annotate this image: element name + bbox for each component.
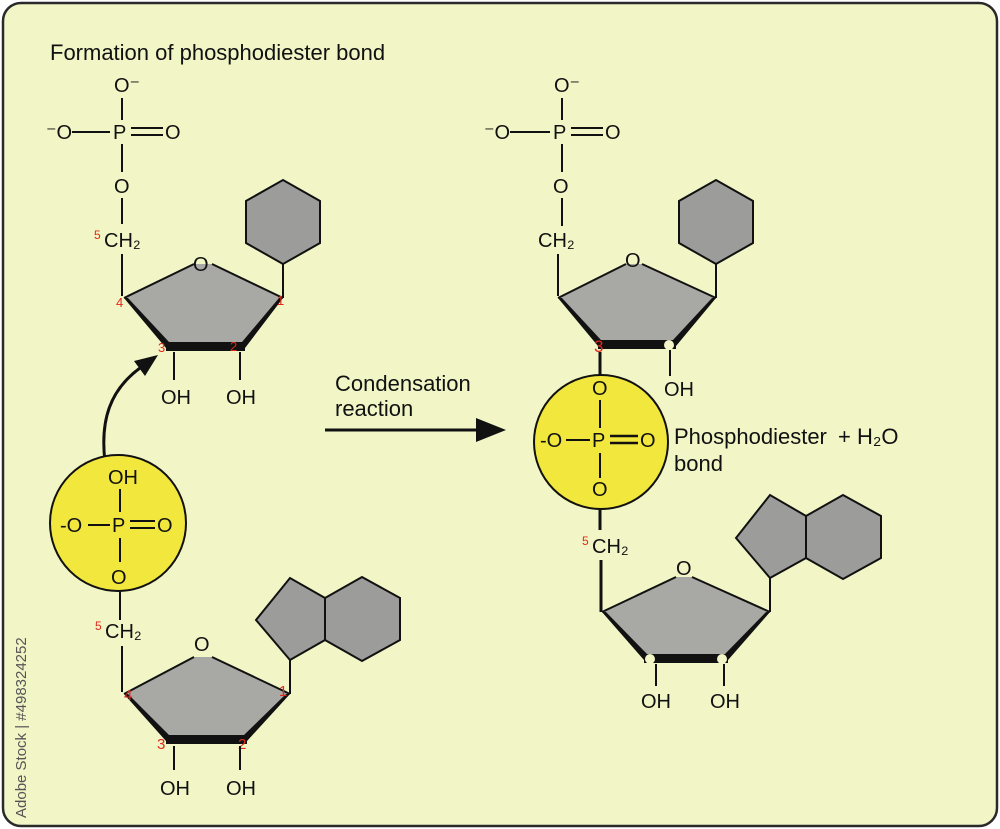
sugar-front-bold-edge xyxy=(166,735,247,744)
deoxyribose-sugar xyxy=(124,657,290,741)
hydroxyl-3prime: OH xyxy=(160,778,190,800)
phosphate-top-o-minus: O⁻ xyxy=(554,75,580,97)
phosphorus-atom: P xyxy=(112,515,125,537)
c2-number: 2 xyxy=(230,339,237,354)
phosphate-left-o-minus: ⁻O xyxy=(484,122,510,144)
phosphate-top-o-minus: O⁻ xyxy=(114,75,140,97)
phosphate-neg-o: -O xyxy=(60,515,82,537)
water-product: + H₂O xyxy=(838,424,899,449)
reaction-arrow-head xyxy=(476,418,506,442)
diagram-title: Formation of phosphodiester bond xyxy=(50,40,385,65)
hydroxyl-3prime: OH xyxy=(641,691,671,713)
sugar-outline xyxy=(211,656,291,695)
hydroxyl-2prime: OH xyxy=(664,379,694,401)
sugar-outline xyxy=(123,263,195,299)
phosphate-neg-o: -O xyxy=(540,430,562,452)
bottom-left-nucleotide: OH -O P O O 5 CH₂ O 4 1 3 2 OH OH xyxy=(49,454,401,800)
stock-watermark: Adobe Stock | #498324252 xyxy=(13,637,30,818)
ch2-group: CH₂ xyxy=(105,621,142,643)
ch2-group: CH₂ xyxy=(592,536,629,558)
sugar-front-bold-edge xyxy=(644,654,728,663)
phosphorus-atom: P xyxy=(592,430,605,452)
ring-oxygen: O xyxy=(194,634,210,656)
hydroxyl-2prime: OH xyxy=(710,691,740,713)
purine-six-ring xyxy=(805,493,882,581)
c3-number: 3 xyxy=(158,340,165,355)
phosphate-double-o: O xyxy=(640,430,656,452)
sugar-outline xyxy=(601,576,677,613)
hydroxyl-3prime: OH xyxy=(161,387,191,409)
c3-number: 3 xyxy=(157,736,165,753)
attack-curved-arrow xyxy=(102,366,141,463)
phosphorus-atom: P xyxy=(553,122,566,144)
hydroxyl-2prime: OH xyxy=(226,387,256,409)
sugar-outline xyxy=(211,263,284,299)
phosphate-double-o: O xyxy=(605,122,621,144)
carbon-node xyxy=(664,340,674,350)
phosphate-double-o: O xyxy=(165,122,181,144)
deoxyribose-sugar-lower xyxy=(602,577,770,660)
carbon-node xyxy=(717,654,727,664)
top-left-nucleotide: O⁻ ⁻O P O O 5 CH₂ O 4 1 3 2 OH OH xyxy=(46,75,321,409)
attack-arrow-head xyxy=(134,355,158,376)
c5-number: 5 xyxy=(94,228,101,242)
purine-six-ring xyxy=(324,575,401,663)
ring-oxygen: O xyxy=(625,250,641,272)
ring-oxygen: O xyxy=(676,558,692,580)
ch2-group: CH₂ xyxy=(538,230,575,252)
c4-number: 4 xyxy=(124,687,132,704)
sugar-outline xyxy=(123,656,195,695)
c1-number: 1 xyxy=(277,293,284,308)
deoxyribose-sugar-upper xyxy=(558,264,716,346)
sugar-outline xyxy=(641,263,717,299)
c5-number: 5 xyxy=(582,534,589,548)
arrow-label-line1: Condensation xyxy=(335,371,471,396)
c4-number: 4 xyxy=(116,295,123,310)
product-label-line2: bond xyxy=(674,451,723,476)
sugar-front-bold-edge xyxy=(166,342,245,351)
pyrimidine-base xyxy=(678,178,754,266)
c2-number: 2 xyxy=(238,736,246,753)
pyrimidine-base xyxy=(245,178,321,266)
ch2-group: CH₂ xyxy=(104,230,141,252)
ring-oxygen: O xyxy=(193,254,209,276)
phosphate-oh: OH xyxy=(108,467,138,489)
product-label-line1: Phosphodiester xyxy=(674,424,827,449)
ester-oxygen: O xyxy=(553,176,569,198)
phosphate-left-o-minus: ⁻O xyxy=(46,122,72,144)
arrow-label-line2: reaction xyxy=(335,396,413,421)
sugar-outline xyxy=(691,576,771,613)
phosphate-top-o: O xyxy=(592,378,608,400)
ester-oxygen: O xyxy=(114,176,130,198)
sugar-front-bold-edge xyxy=(598,340,676,349)
c3-number: 3 xyxy=(594,337,603,356)
phosphate-bottom-o: O xyxy=(592,479,608,501)
phosphate-double-o: O xyxy=(157,515,173,537)
phosphate-circle xyxy=(49,454,187,592)
phosphorus-atom: P xyxy=(113,122,126,144)
hydroxyl-2prime: OH xyxy=(226,778,256,800)
product-dinucleotide: O⁻ ⁻O P O O CH₂ O 3 OH O -O P xyxy=(484,75,899,713)
c1-number: 1 xyxy=(279,683,287,700)
purine-five-ring xyxy=(734,493,807,580)
ester-oxygen: O xyxy=(111,567,127,589)
c5-number: 5 xyxy=(95,619,102,633)
sugar-outline xyxy=(557,263,627,299)
purine-five-ring xyxy=(254,576,326,662)
carbon-node xyxy=(645,654,655,664)
deoxyribose-sugar xyxy=(124,264,283,348)
